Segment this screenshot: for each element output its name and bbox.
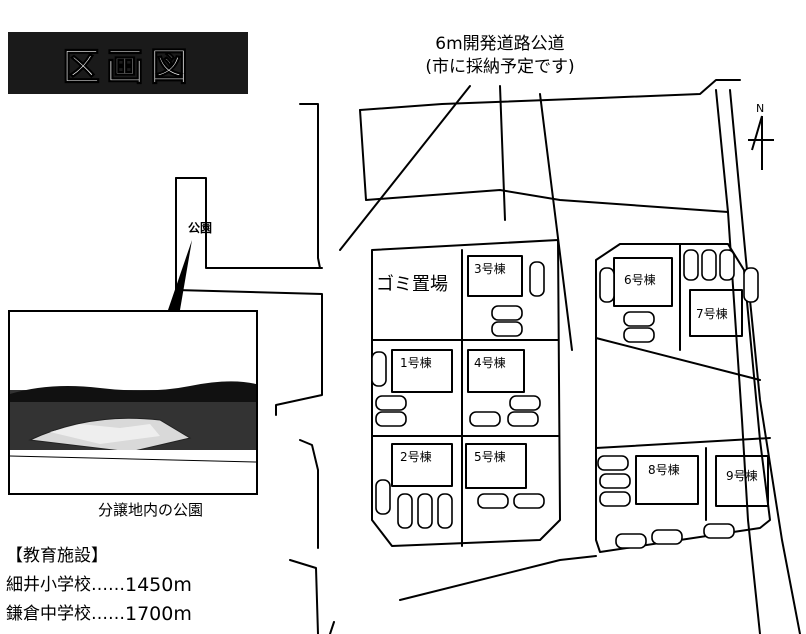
lot-9-label: 9号棟 <box>726 468 758 483</box>
road-north-lower <box>359 109 729 213</box>
north-arrow-icon <box>748 115 774 170</box>
car-19 <box>719 249 735 281</box>
car-2 <box>491 305 523 321</box>
school-dots: …… <box>91 575 125 595</box>
park-photo <box>8 310 258 495</box>
car-10 <box>375 479 391 515</box>
building-7 <box>689 289 743 337</box>
lot-6-label: 6号棟 <box>624 272 656 287</box>
car-28 <box>743 267 759 303</box>
education-facilities: 【教育施設】 細井小学校 …… 1450m 鎌倉中学校 …… 1700m <box>6 542 192 629</box>
building-4 <box>467 349 525 393</box>
car-4 <box>371 351 387 387</box>
school-distance: 1450m <box>125 574 192 596</box>
lot-2-label: 2号棟 <box>400 449 432 464</box>
car-16 <box>599 267 615 303</box>
car-27 <box>703 523 735 539</box>
road-south-2 <box>329 621 335 634</box>
car-3 <box>491 321 523 337</box>
road-south <box>399 555 597 601</box>
title-banner: 区画図 <box>8 32 248 94</box>
school-dots: …… <box>91 604 125 624</box>
road-edge-west-2 <box>175 177 323 269</box>
note-leader-1 <box>339 85 471 251</box>
road-east <box>715 89 761 634</box>
car-7 <box>509 395 541 411</box>
building-2 <box>391 443 453 487</box>
car-18 <box>701 249 717 281</box>
photo-caption: 分譲地内の公園 <box>98 501 204 519</box>
car-20 <box>623 311 655 327</box>
garbage-area-label: ゴミ置場 <box>376 274 448 295</box>
car-9 <box>507 411 539 427</box>
lot-8-label: 8号棟 <box>648 462 680 477</box>
road-edge-west <box>299 103 321 269</box>
lot-1-label: 1号棟 <box>400 355 432 370</box>
school-row: 鎌倉中学校 …… 1700m <box>6 600 192 629</box>
lot-7-label: 7号棟 <box>696 306 728 321</box>
park-photo-image <box>10 312 256 493</box>
school-row: 細井小学校 …… 1450m <box>6 571 192 600</box>
lot-5-label: 5号棟 <box>474 449 506 464</box>
road-note: 6m開発道路公道 (市に採納予定です) <box>400 33 600 79</box>
note-leader-3 <box>539 93 573 351</box>
building-5 <box>465 443 527 489</box>
road-east-2 <box>729 89 801 634</box>
car-21 <box>623 327 655 343</box>
school-name: 鎌倉中学校 <box>6 604 91 624</box>
car-13 <box>437 493 453 529</box>
note-leader-2 <box>499 85 506 221</box>
car-12 <box>417 493 433 529</box>
car-25 <box>615 533 647 549</box>
car-11 <box>397 493 413 529</box>
block-east <box>595 243 771 553</box>
road-note-line2: (市に採納予定です) <box>425 57 575 77</box>
park-leader <box>168 240 192 310</box>
park-label: 公園 <box>188 221 212 235</box>
road-edge-5 <box>289 559 319 634</box>
car-5 <box>375 395 407 411</box>
lot-3-label: 3号棟 <box>474 261 506 276</box>
lot-line-e2 <box>595 437 771 449</box>
car-17 <box>683 249 699 281</box>
lot-4-label: 4号棟 <box>474 355 506 370</box>
page-title: 区画図 <box>61 44 194 89</box>
road-north-upper <box>359 79 741 111</box>
car-14 <box>477 493 509 509</box>
car-23 <box>599 473 631 489</box>
north-label: N <box>756 102 764 115</box>
lot-line-e1 <box>595 337 761 381</box>
car-22 <box>597 455 629 471</box>
school-name: 細井小学校 <box>6 575 91 595</box>
building-3 <box>467 255 523 297</box>
car-26 <box>651 529 683 545</box>
building-1 <box>391 349 453 393</box>
road-edge-4 <box>299 439 319 549</box>
car-15 <box>513 493 545 509</box>
road-edge-3 <box>175 289 323 416</box>
education-heading: 【教育施設】 <box>6 546 108 566</box>
car-8 <box>469 411 501 427</box>
school-distance: 1700m <box>125 603 192 625</box>
road-note-line1: 6m開発道路公道 <box>435 34 565 54</box>
block-west <box>371 239 561 547</box>
building-8 <box>635 455 699 505</box>
car-24 <box>599 491 631 507</box>
building-9 <box>715 455 769 507</box>
car-6 <box>375 411 407 427</box>
car-1 <box>529 261 545 297</box>
